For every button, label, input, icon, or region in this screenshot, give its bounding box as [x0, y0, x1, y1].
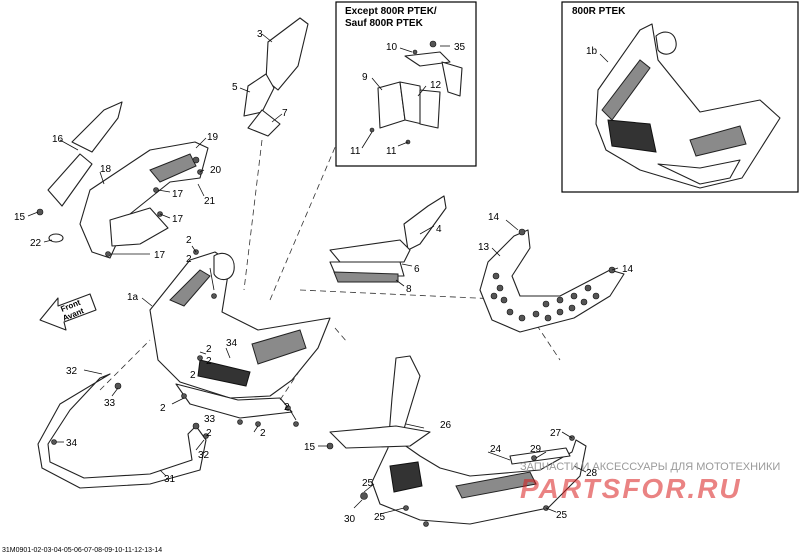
- inset-except-800r-ptek: Except 800R PTEK/ Sauf 800R PTEK: [335, 1, 477, 167]
- callout-29: 29: [530, 444, 542, 455]
- callout-3: 3: [257, 29, 263, 40]
- callout-20: 20: [210, 165, 222, 176]
- callout-35: 35: [454, 42, 466, 53]
- callout-14b: 14: [622, 264, 634, 275]
- upper-fairing: [27, 101, 209, 259]
- callout-27: 27: [550, 428, 562, 439]
- watermark-logo: PARTSFOR.RU: [520, 473, 742, 504]
- callout-7: 7: [282, 108, 288, 119]
- watermark: ЗАПЧАСТИ И АКСЕССУАРЫ ДЛЯ МОТОТЕХНИКИ PA…: [520, 461, 780, 504]
- watermark-caption: ЗАПЧАСТИ И АКСЕССУАРЫ ДЛЯ МОТОТЕХНИКИ: [520, 461, 780, 473]
- callout-10: 10: [386, 42, 398, 53]
- callout-24: 24: [490, 444, 502, 455]
- callout-2b: 2: [186, 254, 192, 265]
- grille-13: [479, 219, 625, 333]
- side-panels: [299, 195, 561, 361]
- callout-18: 18: [100, 164, 112, 175]
- callout-15b: 15: [304, 442, 316, 453]
- callout-13: 13: [478, 242, 490, 253]
- callout-2c: 2: [206, 344, 212, 355]
- callout-9: 9: [362, 72, 368, 83]
- main-bumper-1a: [99, 144, 348, 433]
- callout-25b: 25: [374, 512, 386, 523]
- callout-11a: 11: [350, 146, 361, 157]
- callout-2a: 2: [186, 235, 192, 246]
- inset-right-title: 800R PTEK: [572, 6, 626, 17]
- callout-1b: 1b: [586, 46, 598, 57]
- callout-17c: 17: [154, 250, 166, 261]
- callout-2e: 2: [190, 370, 196, 381]
- callout-22: 22: [30, 238, 42, 249]
- windshield-parts: [239, 17, 309, 291]
- inset-left-title-1: Except 800R PTEK/: [345, 6, 437, 17]
- callout-14a: 14: [488, 212, 500, 223]
- callout-33a: 33: [104, 398, 116, 409]
- callouts: 3 5 7 16 19 18 20 17 21 15 17 22 17 2 2 …: [14, 29, 634, 525]
- diagram-code: 31M0901-02-03-04-05-06-07-08-09-10-11-12…: [2, 547, 162, 554]
- callout-6: 6: [414, 264, 420, 275]
- callout-2f: 2: [160, 403, 166, 414]
- front-direction-arrow: Front Avant: [39, 293, 97, 331]
- callout-19: 19: [207, 132, 219, 143]
- callout-2d: 2: [206, 356, 212, 367]
- callout-8: 8: [406, 284, 412, 295]
- callout-28: 28: [586, 468, 598, 479]
- callout-32a: 32: [66, 366, 78, 377]
- callout-2i: 2: [284, 402, 290, 413]
- callout-17b: 17: [172, 214, 184, 225]
- callout-25c: 25: [556, 510, 568, 521]
- callout-2h: 2: [260, 428, 266, 439]
- callout-21: 21: [204, 196, 216, 207]
- callout-30: 30: [344, 514, 356, 525]
- callout-12: 12: [430, 80, 442, 91]
- callout-32b: 32: [198, 450, 210, 461]
- bumper-bar-31: [37, 369, 209, 489]
- callout-17a: 17: [172, 189, 184, 200]
- callout-2g: 2: [206, 428, 212, 439]
- inset-800r-ptek: 800R PTEK: [561, 1, 799, 193]
- callout-31: 31: [164, 474, 176, 485]
- callout-15a: 15: [14, 212, 26, 223]
- callout-25a: 25: [362, 478, 374, 489]
- callout-34a: 34: [226, 338, 238, 349]
- callout-26: 26: [440, 420, 452, 431]
- callout-11b: 11: [386, 146, 397, 157]
- inset-left-title-2: Sauf 800R PTEK: [345, 18, 424, 29]
- callout-5: 5: [232, 82, 238, 93]
- callout-1a: 1a: [127, 292, 139, 303]
- callout-33b: 33: [204, 414, 216, 425]
- lower-skid-plate: [279, 355, 587, 527]
- callout-4: 4: [436, 224, 442, 235]
- callout-16: 16: [52, 134, 64, 145]
- callout-34b: 34: [66, 438, 78, 449]
